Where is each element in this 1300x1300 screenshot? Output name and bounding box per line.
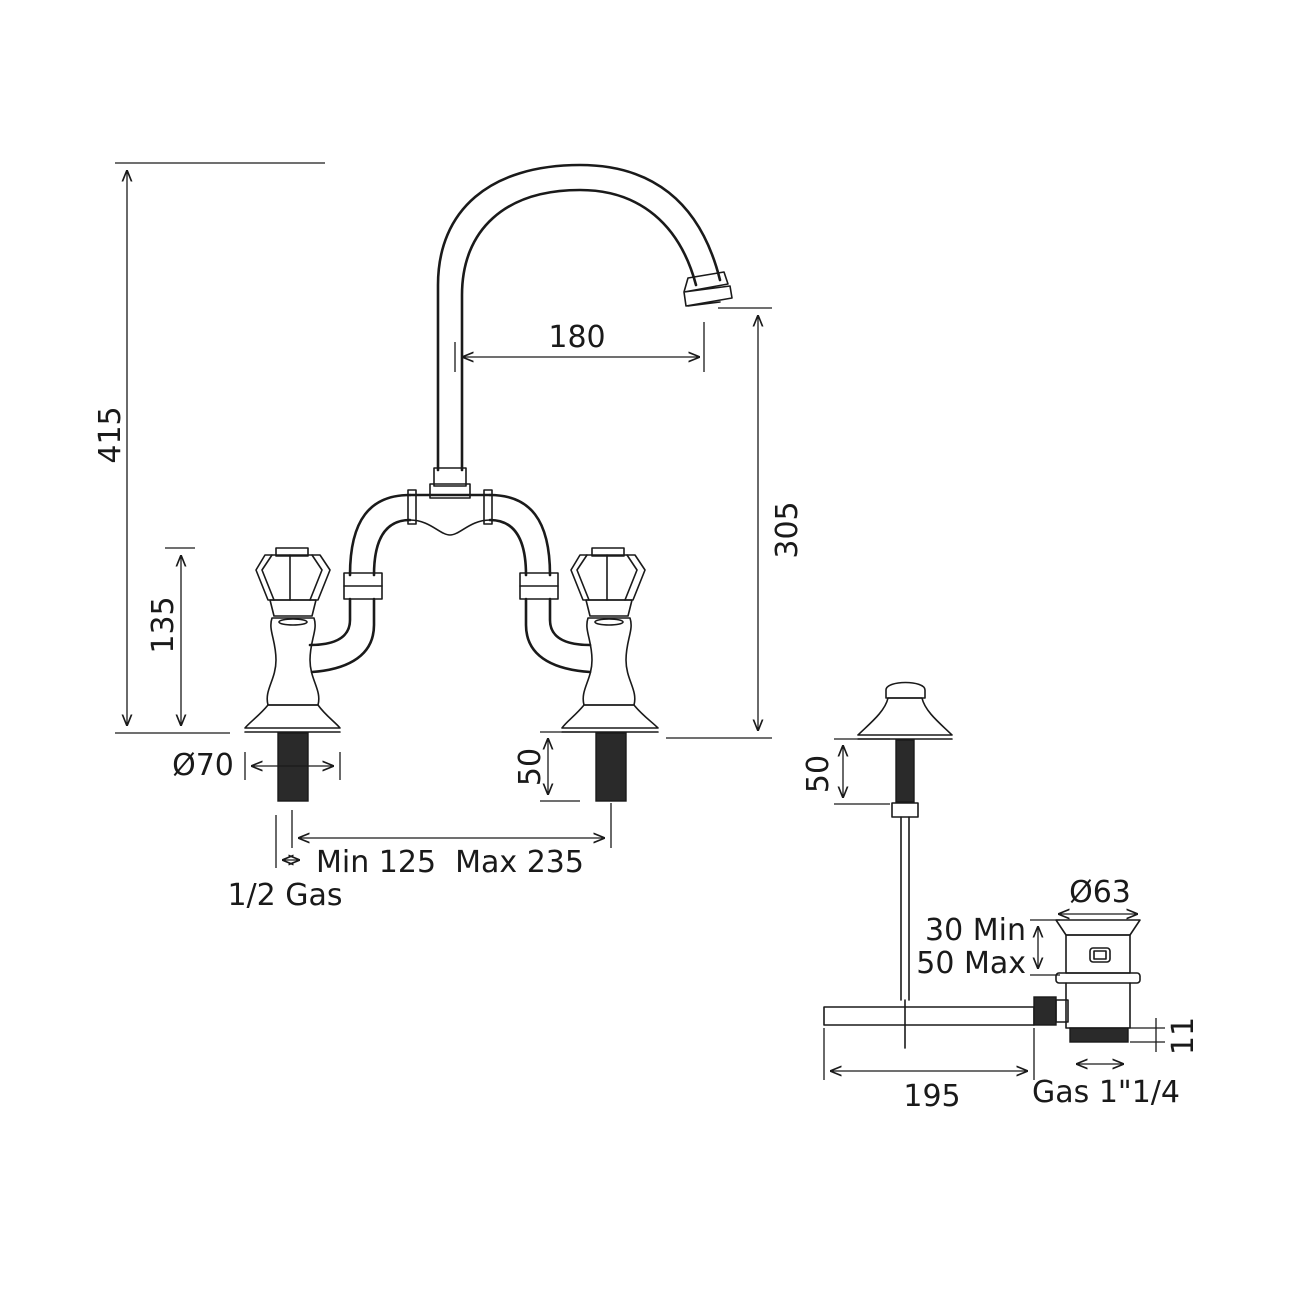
right-handle — [570, 554, 646, 601]
waste-flange — [1055, 972, 1141, 984]
label-handle-height: 135 — [146, 596, 181, 653]
bridge-center-bulge — [409, 519, 491, 536]
label-spout-height: 305 — [770, 501, 805, 558]
right-pipe — [524, 597, 592, 674]
faucet-body — [244, 163, 733, 802]
spout-outer — [436, 163, 722, 472]
waste-thread — [1069, 1027, 1129, 1043]
spout-inner — [460, 188, 698, 472]
left-handle — [255, 554, 331, 601]
right-valve-body — [582, 617, 636, 706]
lever-rod — [823, 1006, 1035, 1026]
pop-up-knob — [885, 681, 926, 699]
left-shank — [277, 732, 309, 802]
dimension-lines — [115, 162, 1165, 1080]
bridge-left-inner — [372, 518, 412, 577]
spout-collar — [433, 467, 467, 487]
left-pipe — [308, 597, 376, 674]
pop-up-shank — [895, 739, 915, 803]
bridge-ring-right — [483, 489, 493, 525]
left-base-flange — [244, 704, 341, 729]
label-waste-max: 50 Max — [916, 946, 1026, 981]
pop-up-waste — [823, 681, 1141, 1049]
bridge-right-outer — [488, 493, 552, 577]
bridge-ring-left — [407, 489, 417, 525]
left-valve-body — [266, 617, 320, 706]
label-inlet-thread: 1/2 Gas — [227, 878, 342, 913]
label-waste-thread: Gas 1"1/4 — [1032, 1075, 1180, 1110]
spout-aerator — [683, 271, 733, 307]
label-center-distance: Min 125 Max 235 — [316, 845, 584, 880]
right-base-flange — [561, 704, 659, 729]
label-base-diameter: Ø70 — [172, 748, 234, 783]
label-rod-length: 195 — [903, 1079, 960, 1114]
right-valve — [561, 547, 659, 802]
label-total-height: 415 — [93, 406, 128, 463]
label-waste-diameter: Ø63 — [1069, 875, 1131, 910]
waste-top — [1055, 919, 1141, 936]
label-spout-reach: 180 — [548, 320, 605, 355]
bridge-left-outer — [348, 493, 412, 577]
label-shank-length: 50 — [513, 748, 548, 786]
spout-hex — [429, 483, 471, 499]
waste-body — [1065, 934, 1131, 974]
pop-up-flange — [857, 697, 953, 736]
label-waste-thread-height: 11 — [1166, 1017, 1201, 1055]
right-shank — [595, 732, 627, 802]
dimension-labels: 415 135 180 305 Ø70 50 Min 125 Max 235 1… — [93, 320, 1201, 1114]
waste-connector — [1033, 996, 1057, 1026]
left-valve — [244, 547, 341, 802]
label-pop-up-length: 50 — [801, 755, 836, 793]
bridge-right-inner — [488, 518, 528, 577]
label-waste-min: 30 Min — [925, 913, 1026, 948]
